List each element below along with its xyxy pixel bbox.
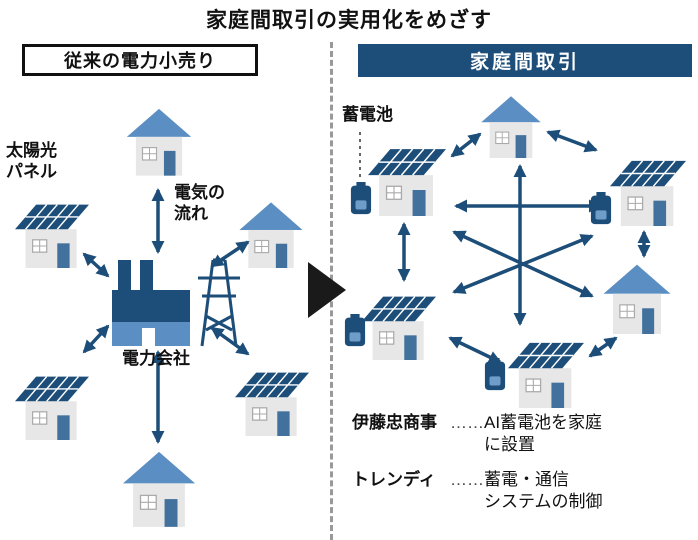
solar-house-icon	[234, 371, 310, 436]
power-company-label: 電力会社	[122, 349, 190, 368]
battery-icon	[344, 314, 366, 347]
flow-arrow	[450, 132, 482, 158]
flow-arrow	[448, 336, 502, 364]
solar-panel-label: 太陽光 パネル	[6, 141, 57, 182]
right-panel-diagram	[344, 95, 687, 408]
power-plant-icon	[112, 260, 190, 346]
solar-house-icon	[609, 160, 687, 226]
flow-arrow	[452, 234, 594, 294]
solar-house-icon	[507, 342, 585, 408]
leader-dots: ……	[450, 413, 484, 432]
right-panel-header: 家庭間取引	[358, 44, 692, 77]
house-icon	[238, 201, 304, 268]
company-name: 伊藤忠商事	[352, 413, 437, 432]
company-name: トレンディ	[352, 469, 436, 489]
house-icon	[126, 108, 192, 176]
flow-arrow	[210, 326, 250, 356]
solar-house-icon	[361, 295, 437, 360]
annotation-row: 伊藤忠商事 …… AI蓄電池を家庭 に設置	[352, 412, 696, 457]
company-description: 蓄電・通信 システムの制御	[484, 469, 603, 512]
annotation-row: トレンディ …… 蓄電・通信 システムの制御	[352, 469, 696, 514]
page-title: 家庭間取引の実用化をめざす	[206, 9, 492, 32]
solar-house-icon	[14, 203, 90, 268]
left-panel-header: 従来の電力小売り	[22, 44, 258, 76]
flow-arrow	[588, 336, 618, 358]
solar-house-icon	[14, 375, 90, 440]
left-panel-diagram	[14, 108, 310, 528]
battery-label: 蓄電池	[342, 105, 393, 124]
panel-transition-arrow-icon	[308, 262, 346, 318]
flow-arrow	[82, 252, 110, 278]
flow-arrow	[546, 129, 598, 153]
solar-house-icon	[367, 148, 447, 216]
house-icon	[480, 95, 542, 158]
house-icon	[122, 451, 196, 528]
company-description: AI蓄電池を家庭 に設置	[484, 413, 603, 455]
flow-arrow	[210, 240, 250, 268]
electricity-flow-label: 電気の 流れ	[174, 183, 225, 224]
battery-icon	[350, 182, 372, 215]
flow-arrow	[82, 324, 110, 354]
leader-dots: ……	[450, 469, 484, 489]
company-annotations: 伊藤忠商事 …… AI蓄電池を家庭 に設置 トレンディ …… 蓄電・通信 システ…	[352, 412, 696, 526]
battery-icon	[590, 192, 612, 225]
battery-icon	[484, 358, 506, 391]
house-icon	[602, 263, 672, 334]
